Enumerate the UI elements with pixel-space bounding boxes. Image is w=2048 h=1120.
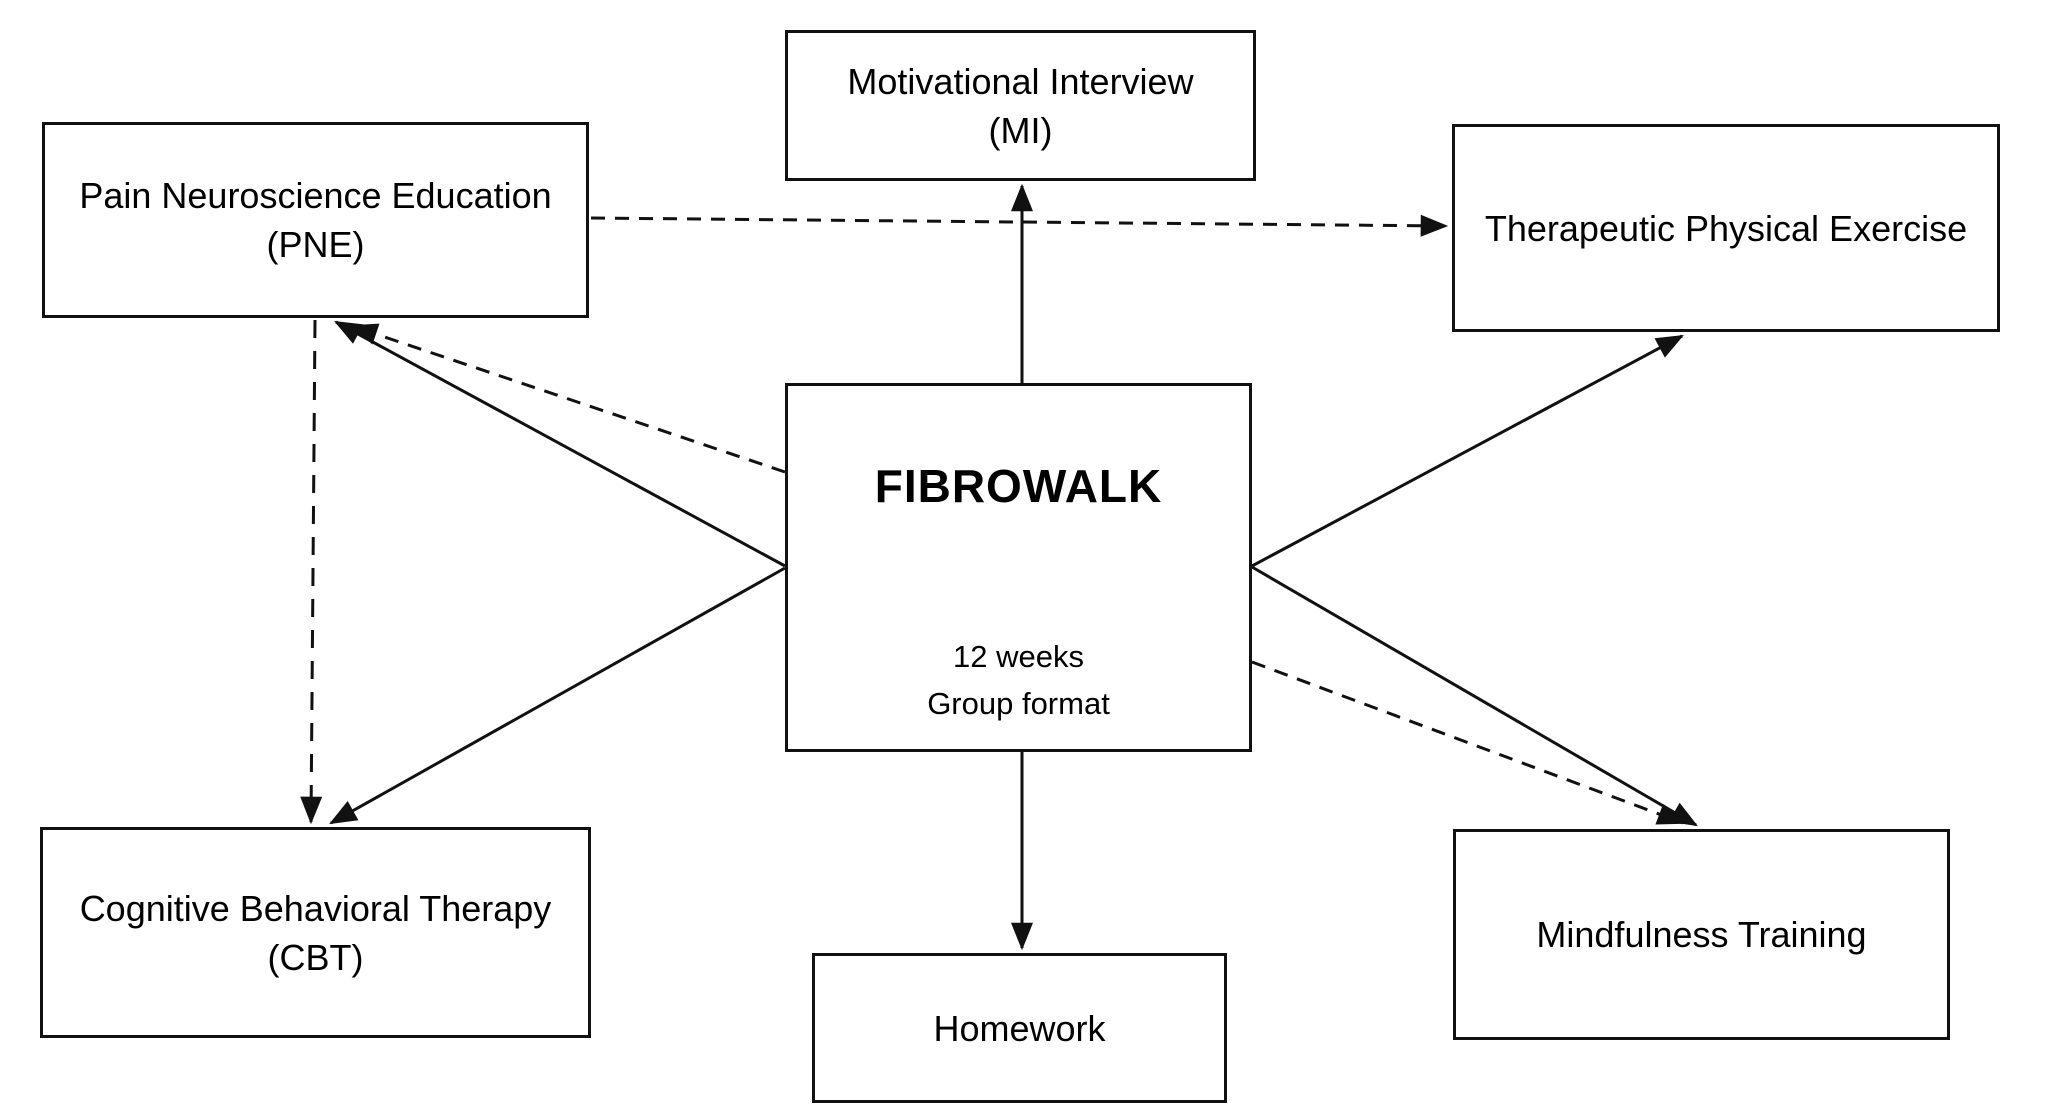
node-cbt-label-line2: (CBT)	[267, 936, 364, 978]
node-pne: Pain Neuroscience Education (PNE)	[42, 122, 589, 318]
node-pne-label-line2: (PNE)	[266, 224, 365, 265]
node-mi: Motivational Interview (MI)	[785, 30, 1256, 181]
arrow-fibrowalk-to-mindfulness-dashed	[1251, 660, 1686, 825]
node-tpe-label: Therapeutic Physical Exercise	[1484, 207, 1968, 249]
arrow-fibrowalk-to-mindfulness-solid	[1251, 565, 1698, 827]
fibrowalk-format: Group format	[927, 686, 1110, 721]
arrow-fibrowalk-to-pne-dashed	[349, 323, 786, 474]
node-mi-label-line1: Motivational Interview	[847, 60, 1194, 102]
fibrowalk-duration: 12 weeks	[953, 639, 1084, 674]
node-mi-label-line2: (MI)	[988, 109, 1053, 151]
node-homework: Homework	[812, 953, 1227, 1103]
node-cbt: Cognitive Behavioral Therapy (CBT)	[40, 827, 591, 1038]
arrow-fibrowalk-to-cbt-solid	[329, 566, 786, 825]
arrow-fibrowalk-to-pne-solid	[334, 320, 786, 568]
node-pne-label-line1: Pain Neuroscience Education	[79, 175, 552, 216]
arrow-fibrowalk-to-tpe-solid	[1251, 334, 1684, 568]
node-fibrowalk: FIBROWALK 12 weeks Group format	[785, 383, 1252, 752]
node-cbt-label-line1: Cognitive Behavioral Therapy	[79, 887, 552, 929]
arrow-pne-to-cbt-dashed	[300, 319, 323, 825]
node-tpe: Therapeutic Physical Exercise	[1452, 124, 2000, 332]
arrow-pne-to-tpe-dashed	[590, 214, 1449, 237]
fibrowalk-details: 12 weeks Group format	[927, 633, 1110, 727]
fibrowalk-title: FIBROWALK	[874, 460, 1163, 512]
node-mindfulness-label: Mindfulness Training	[1536, 914, 1867, 955]
node-homework-label: Homework	[933, 1007, 1106, 1049]
node-mindfulness: Mindfulness Training	[1453, 829, 1950, 1040]
